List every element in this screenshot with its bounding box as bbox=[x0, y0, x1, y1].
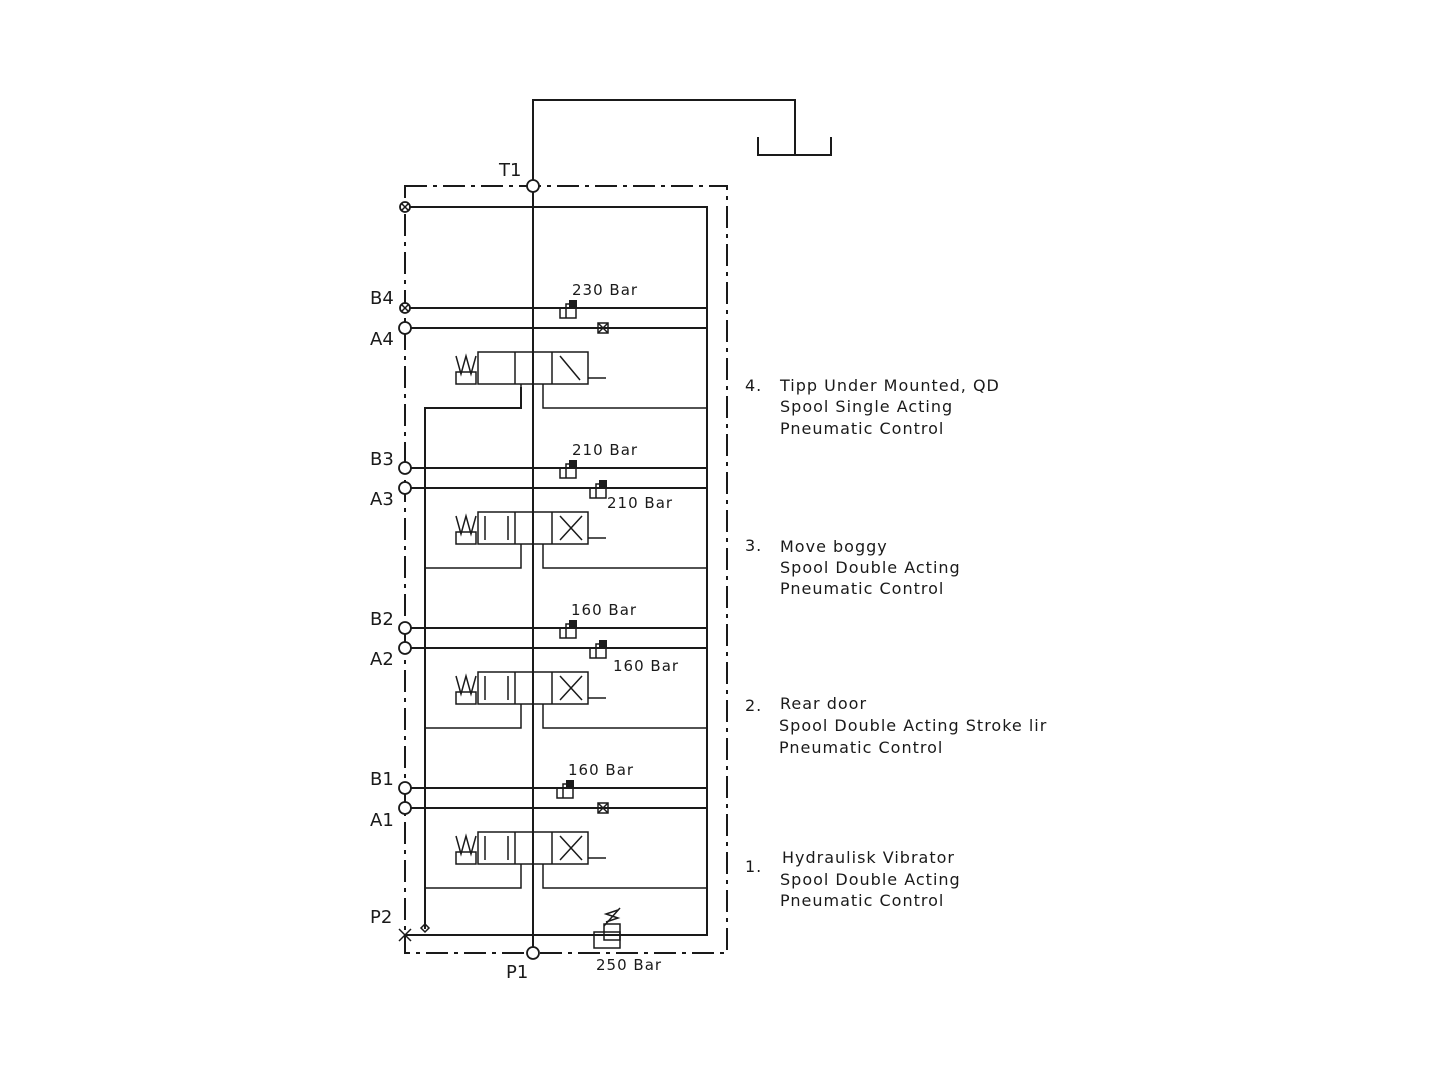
port-label-b4: B4 bbox=[370, 288, 394, 309]
note-line: Tipp Under Mounted, QD bbox=[779, 376, 1000, 395]
tank-line bbox=[532, 99, 832, 187]
port-label-a1: A1 bbox=[370, 810, 394, 831]
section-note-2: 2. Rear door Spool Double Acting Stroke … bbox=[745, 694, 1047, 757]
valve-body-outline bbox=[404, 185, 728, 954]
port-label-b3: B3 bbox=[370, 449, 394, 470]
note-line: Spool Double Acting bbox=[780, 870, 961, 889]
note-line: Pneumatic Control bbox=[779, 738, 943, 757]
spool-section-4 bbox=[455, 351, 707, 409]
port-label-a2: A2 bbox=[370, 649, 394, 670]
pressure-label-1b: 160 Bar bbox=[568, 761, 634, 779]
section-note-1: 1. Hydraulisk Vibrator Spool Double Acti… bbox=[745, 848, 961, 910]
port-label-p1: P1 bbox=[506, 962, 528, 983]
pressure-label-3b: 210 Bar bbox=[572, 441, 638, 459]
note-line: Pneumatic Control bbox=[780, 891, 944, 910]
port-label-p2: P2 bbox=[370, 907, 392, 928]
relief-valve-3b bbox=[559, 460, 577, 479]
relief-valve-3a bbox=[589, 480, 607, 499]
note-number: 1. bbox=[745, 857, 762, 876]
relief-valve-1b bbox=[556, 780, 574, 799]
note-line: Spool Single Acting bbox=[780, 397, 953, 416]
plug-markers bbox=[398, 201, 609, 942]
pressure-gallery bbox=[404, 185, 708, 954]
work-port-lines bbox=[404, 307, 708, 809]
note-number: 3. bbox=[745, 536, 762, 555]
port-label-t1: T1 bbox=[498, 160, 521, 181]
section-note-3: 3. Move boggy Spool Double Acting Pneuma… bbox=[745, 536, 961, 598]
note-line: Spool Double Acting Stroke lir bbox=[779, 716, 1047, 735]
return-gallery bbox=[404, 206, 708, 936]
port-label-b2: B2 bbox=[370, 609, 394, 630]
note-number: 4. bbox=[745, 376, 762, 395]
note-number: 2. bbox=[745, 696, 762, 715]
note-line: Move boggy bbox=[780, 537, 888, 556]
port-label-b1: B1 bbox=[370, 769, 394, 790]
note-line: Spool Double Acting bbox=[780, 558, 961, 577]
pressure-label-3a: 210 Bar bbox=[607, 494, 673, 512]
section-note-4: 4. Tipp Under Mounted, QD Spool Single A… bbox=[745, 376, 1000, 438]
port-label-a4: A4 bbox=[370, 329, 394, 350]
pressure-label-main: 250 Bar bbox=[596, 956, 662, 974]
spool-section-3 bbox=[425, 511, 707, 569]
relief-valve-4b bbox=[559, 300, 577, 319]
note-line: Pneumatic Control bbox=[780, 579, 944, 598]
pressure-label-2a: 160 Bar bbox=[613, 657, 679, 675]
note-line: Rear door bbox=[780, 694, 867, 713]
note-line: Hydraulisk Vibrator bbox=[782, 848, 955, 867]
note-line: Pneumatic Control bbox=[780, 419, 944, 438]
spool-section-2 bbox=[425, 671, 707, 729]
pressure-label-2b: 160 Bar bbox=[571, 601, 637, 619]
relief-valve-2b bbox=[559, 620, 577, 639]
pressure-label-4b: 230 Bar bbox=[572, 281, 638, 299]
relief-valve-2a bbox=[589, 640, 607, 659]
port-label-a3: A3 bbox=[370, 489, 394, 510]
spool-section-1 bbox=[425, 831, 707, 889]
port-circles bbox=[398, 179, 540, 960]
main-relief-valve bbox=[593, 907, 621, 949]
